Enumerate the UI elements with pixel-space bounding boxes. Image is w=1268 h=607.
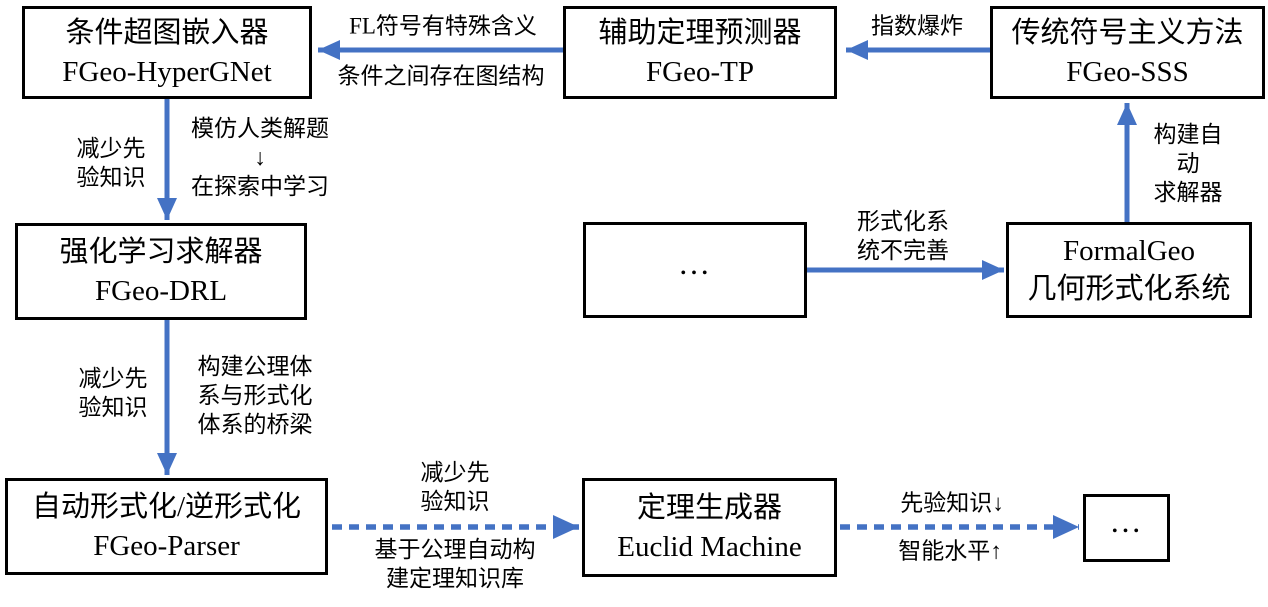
box-title: 强化学习求解器 — [59, 236, 263, 269]
box-title: 定理生成器 — [636, 492, 782, 525]
box-title: 辅助定理预测器 — [598, 17, 802, 50]
box-euclid-machine: 定理生成器 Euclid Machine — [582, 478, 837, 577]
box-subtitle: FGeo-SSS — [1066, 55, 1189, 88]
edge-label-fl-symbols: FL符号有特殊含义 — [349, 13, 537, 39]
edge-label-intelligence-up: 智能水平↑ — [898, 538, 1002, 564]
box-ellipsis-middle: … — [583, 222, 807, 318]
edge-label-exponential-explosion: 指数爆炸 — [871, 13, 963, 39]
box-subtitle: FGeo-TP — [646, 55, 754, 88]
box-subtitle: FGeo-DRL — [94, 274, 228, 307]
box-title: FormalGeo — [1062, 234, 1196, 267]
box-fgeo-tp: 辅助定理预测器 FGeo-TP — [563, 6, 837, 99]
edge-label-axiom-bridge: 构建公理体 系与形式化 体系的桥梁 — [197, 354, 313, 438]
box-formalgeo: FormalGeo 几何形式化系统 — [1006, 222, 1252, 318]
box-fgeo-hypergnet: 条件超图嵌入器 FGeo-HyperGNet — [22, 6, 312, 99]
edge-label-imitate-human: 模仿人类解题 ↓ 在探索中学习 — [191, 116, 329, 200]
edge-label-reduce-prior-3: 减少先 验知识 — [420, 459, 490, 514]
box-ellipsis-end: … — [1083, 494, 1170, 562]
box-title: 条件超图嵌入器 — [65, 17, 269, 50]
edge-label-prior-down: 先验知识↓ — [900, 490, 1004, 516]
box-subtitle: 几何形式化系统 — [1027, 273, 1231, 305]
box-fgeo-drl: 强化学习求解器 FGeo-DRL — [15, 223, 307, 320]
box-subtitle: FGeo-Parser — [93, 529, 240, 562]
edge-label-build-auto-solver: 构建自动 求解器 — [1153, 122, 1223, 206]
ellipsis-text: … — [678, 244, 712, 281]
ellipsis-text: … — [1109, 502, 1144, 539]
box-fgeo-parser: 自动形式化/逆形式化 FGeo-Parser — [5, 478, 328, 575]
box-fgeo-sss: 传统符号主义方法 FGeo-SSS — [990, 6, 1265, 99]
edge-label-reduce-prior-1: 减少先 验知识 — [76, 135, 146, 190]
box-title: 传统符号主义方法 — [1011, 17, 1244, 50]
edge-label-reduce-prior-2: 减少先 验知识 — [78, 365, 148, 420]
box-title: 自动形式化/逆形式化 — [31, 491, 302, 524]
box-subtitle: Euclid Machine — [617, 530, 802, 563]
edge-label-theorem-kb: 基于公理自动构 建定理知识库 — [374, 536, 536, 591]
edge-label-graph-structure: 条件之间存在图结构 — [337, 63, 545, 89]
box-subtitle: FGeo-HyperGNet — [62, 55, 272, 88]
edge-label-formal-system-imperfect: 形式化系 统不完善 — [857, 208, 949, 263]
